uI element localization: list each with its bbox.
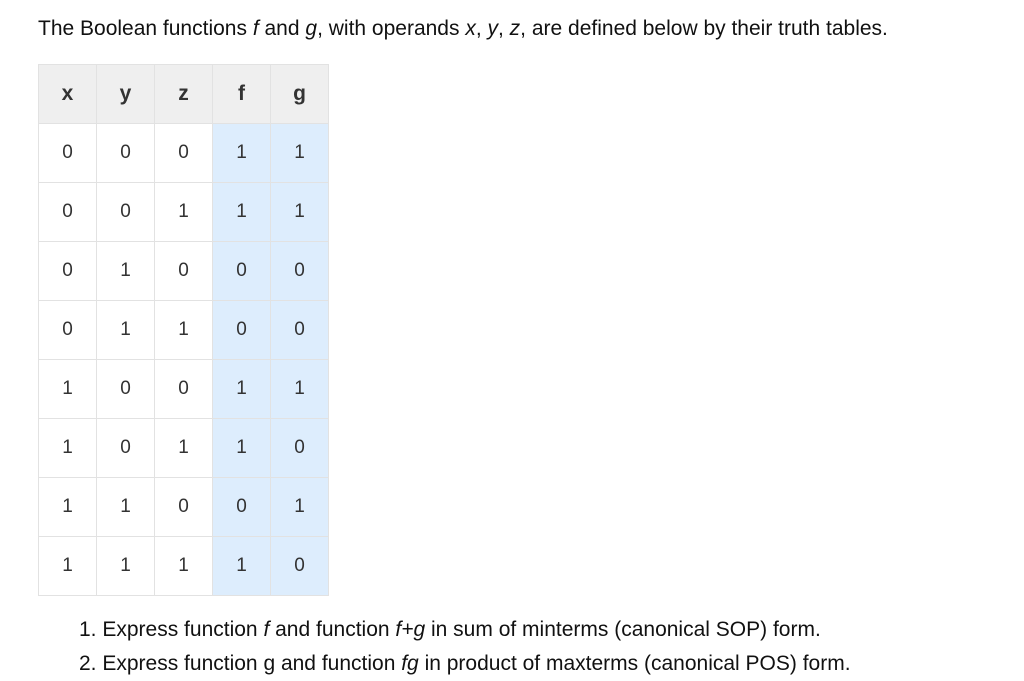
question-2: 2. Express function g and function fg in… <box>79 647 851 681</box>
cell-z: 1 <box>154 182 213 242</box>
cell-g: 0 <box>270 300 329 360</box>
cell-f: 0 <box>212 241 271 301</box>
cell-x: 1 <box>38 536 97 596</box>
var-x: x <box>465 17 476 40</box>
intro-part: , with operands <box>317 17 466 40</box>
cell-f: 1 <box>212 182 271 242</box>
cell-z: 1 <box>154 536 213 596</box>
question-text: in sum of minterms (canonical SOP) form. <box>425 618 821 641</box>
cell-g: 0 <box>270 536 329 596</box>
var-y: y <box>487 17 499 40</box>
cell-z: 1 <box>154 418 213 478</box>
intro-part: , <box>475 17 488 40</box>
header-row: x y z f g <box>38 64 329 124</box>
question-1: 1. Express function f and function f+g i… <box>79 613 851 647</box>
intro-part: and <box>258 17 306 40</box>
cell-f: 1 <box>212 359 271 419</box>
cell-g: 1 <box>270 182 329 242</box>
table-row: 1 1 0 0 1 <box>38 477 329 537</box>
cell-x: 1 <box>38 418 97 478</box>
expr-f-plus-g: f+g <box>395 618 426 641</box>
header-z: z <box>154 64 213 124</box>
cell-z: 1 <box>154 300 213 360</box>
expr-fg: fg <box>401 652 419 675</box>
header-y: y <box>96 64 155 124</box>
table-row: 1 1 1 1 0 <box>38 536 329 596</box>
cell-f: 1 <box>212 418 271 478</box>
cell-x: 0 <box>38 300 97 360</box>
var-f: f <box>252 17 259 40</box>
table-row: 0 0 0 1 1 <box>38 123 329 183</box>
cell-x: 0 <box>38 123 97 183</box>
truth-table: x y z f g 0 0 0 1 1 0 0 1 1 1 0 1 0 0 0 <box>38 64 329 596</box>
header-x: x <box>38 64 97 124</box>
question-number: 2. <box>79 652 103 675</box>
cell-y: 1 <box>96 536 155 596</box>
cell-f: 0 <box>212 300 271 360</box>
cell-x: 1 <box>38 359 97 419</box>
header-f: f <box>212 64 271 124</box>
cell-x: 0 <box>38 241 97 301</box>
table-row: 0 1 1 0 0 <box>38 300 329 360</box>
table-row: 1 0 1 1 0 <box>38 418 329 478</box>
cell-y: 0 <box>96 418 155 478</box>
var-g: g <box>305 17 318 40</box>
cell-g: 0 <box>270 241 329 301</box>
cell-x: 1 <box>38 477 97 537</box>
cell-z: 0 <box>154 123 213 183</box>
intro-part: The Boolean functions <box>38 17 253 40</box>
question-text: Express function <box>102 618 264 641</box>
question-list: 1. Express function f and function f+g i… <box>79 613 851 681</box>
intro-part: , <box>498 17 510 40</box>
table-row: 1 0 0 1 1 <box>38 359 329 419</box>
header-g: g <box>270 64 329 124</box>
cell-y: 1 <box>96 477 155 537</box>
question-text: and function <box>269 618 396 641</box>
question-text: in product of maxterms (canonical POS) f… <box>418 652 851 675</box>
cell-z: 0 <box>154 477 213 537</box>
cell-x: 0 <box>38 182 97 242</box>
cell-y: 1 <box>96 300 155 360</box>
question-text: Express function g and function <box>102 652 402 675</box>
cell-g: 1 <box>270 123 329 183</box>
cell-y: 0 <box>96 182 155 242</box>
cell-g: 1 <box>270 359 329 419</box>
cell-f: 0 <box>212 477 271 537</box>
table-row: 0 0 1 1 1 <box>38 182 329 242</box>
intro-text: The Boolean functions f and g, with oper… <box>38 14 888 44</box>
cell-f: 1 <box>212 536 271 596</box>
cell-z: 0 <box>154 359 213 419</box>
question-number: 1. <box>79 618 103 641</box>
var-z: z <box>509 17 521 40</box>
table-row: 0 1 0 0 0 <box>38 241 329 301</box>
cell-g: 0 <box>270 418 329 478</box>
cell-g: 1 <box>270 477 329 537</box>
cell-y: 0 <box>96 123 155 183</box>
cell-f: 1 <box>212 123 271 183</box>
intro-part: , are defined below by their truth table… <box>520 17 888 40</box>
cell-y: 0 <box>96 359 155 419</box>
var-f: f <box>263 618 270 641</box>
cell-z: 0 <box>154 241 213 301</box>
cell-y: 1 <box>96 241 155 301</box>
